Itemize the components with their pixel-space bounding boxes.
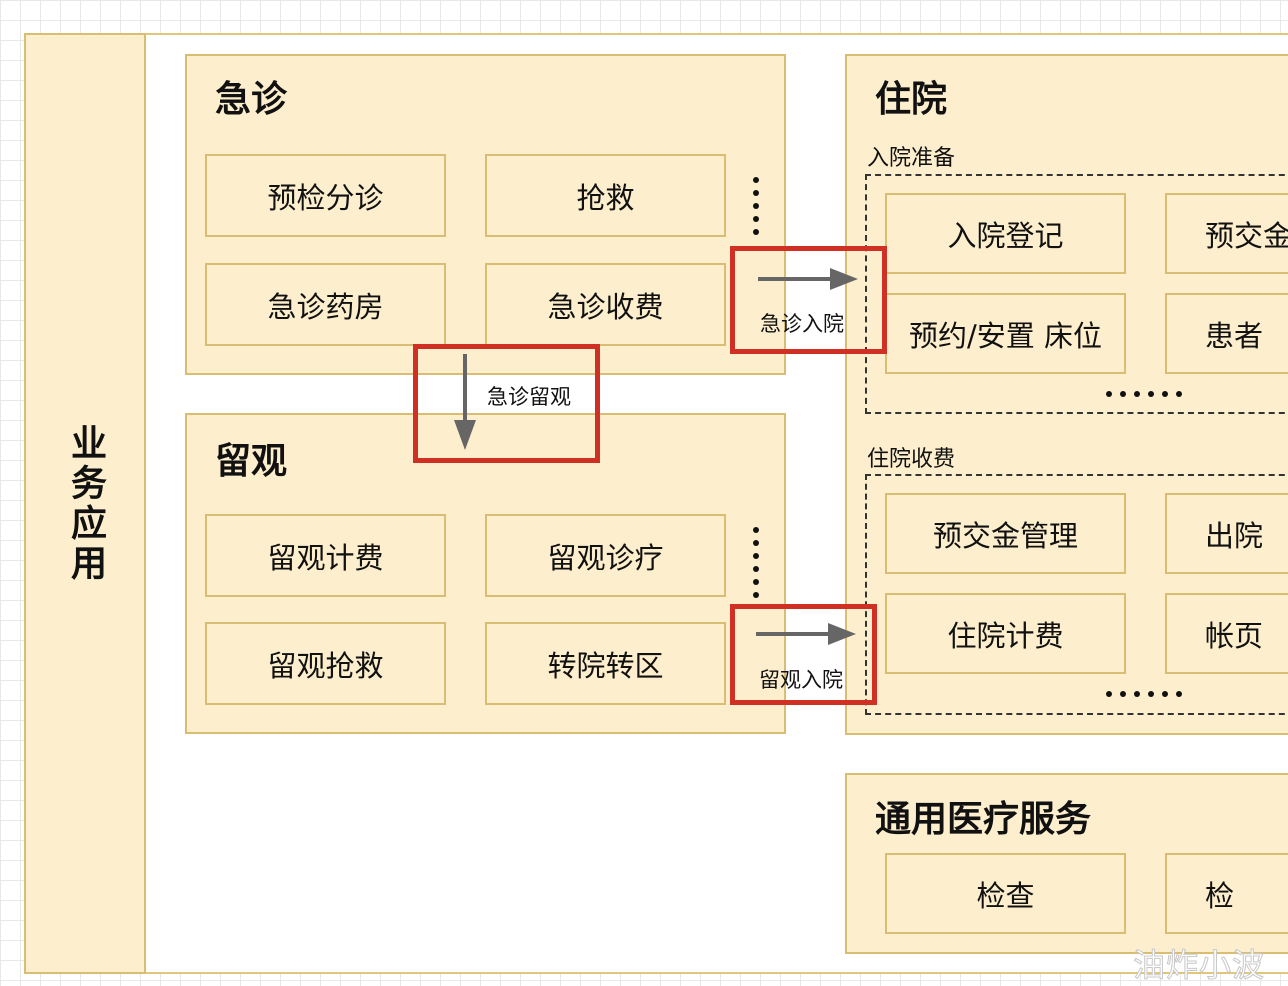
admission-prep-more	[1106, 390, 1186, 398]
inpatient-billing-more	[1106, 690, 1186, 698]
discharge-box[interactable]: 出院	[1165, 493, 1288, 574]
transfer-box[interactable]: 转院转区	[485, 622, 726, 705]
inpatient-title: 住院	[875, 79, 948, 120]
arrow-right-icon	[758, 268, 858, 290]
ledger-box[interactable]: 帐页	[1165, 593, 1288, 674]
er-observation-arrow	[451, 354, 479, 454]
er-observation-highlight	[413, 344, 600, 463]
obs-billing-box[interactable]: 留观计费	[205, 514, 446, 597]
more-dots-icon	[1106, 691, 1182, 697]
prepayment-box[interactable]: 预交金	[1165, 193, 1288, 274]
admission-registration-box[interactable]: 入院登记	[885, 193, 1126, 274]
triage-box[interactable]: 预检分诊	[205, 154, 446, 237]
obs-admission-arrow	[756, 621, 860, 647]
er-observation-label: 急诊留观	[487, 385, 571, 409]
general-services-title: 通用医疗服务	[875, 799, 1092, 840]
examination-box[interactable]: 检查	[885, 853, 1126, 934]
patient-box[interactable]: 患者	[1165, 293, 1288, 374]
emergency-title: 急诊	[215, 79, 288, 120]
observation-title: 留观	[215, 441, 288, 482]
obs-rescue-box[interactable]: 留观抢救	[205, 622, 446, 705]
prepayment-management-box[interactable]: 预交金管理	[885, 493, 1126, 574]
rescue-box[interactable]: 抢救	[485, 154, 726, 237]
inpatient-charging-box[interactable]: 住院计费	[885, 593, 1126, 674]
er-pharmacy-box[interactable]: 急诊药房	[205, 263, 446, 346]
side-label-bar: 业务应用	[24, 33, 146, 974]
bed-booking-box[interactable]: 预约/安置 床位	[885, 293, 1126, 374]
er-admission-label: 急诊入院	[760, 312, 844, 336]
inpatient-billing-group	[865, 474, 1288, 715]
arrow-down-icon	[454, 354, 476, 450]
obs-dotted-connector	[751, 526, 761, 602]
er-dotted-connector	[751, 176, 761, 246]
more-dots-icon	[1106, 391, 1182, 397]
side-label: 业务应用	[65, 423, 106, 584]
obs-treatment-box[interactable]: 留观诊疗	[485, 514, 726, 597]
obs-admission-highlight	[730, 604, 877, 705]
er-admission-arrow	[758, 266, 862, 292]
obs-admission-label: 留观入院	[759, 668, 843, 692]
lab-test-box[interactable]: 检	[1165, 853, 1288, 934]
watermark-text: 油炸小波	[1132, 946, 1266, 985]
inpatient-billing-label: 住院收费	[867, 447, 956, 472]
arrow-right-icon	[756, 623, 856, 645]
er-admission-highlight	[730, 246, 887, 354]
admission-prep-group	[865, 174, 1288, 414]
er-billing-box[interactable]: 急诊收费	[485, 263, 726, 346]
admission-prep-label: 入院准备	[867, 146, 956, 171]
